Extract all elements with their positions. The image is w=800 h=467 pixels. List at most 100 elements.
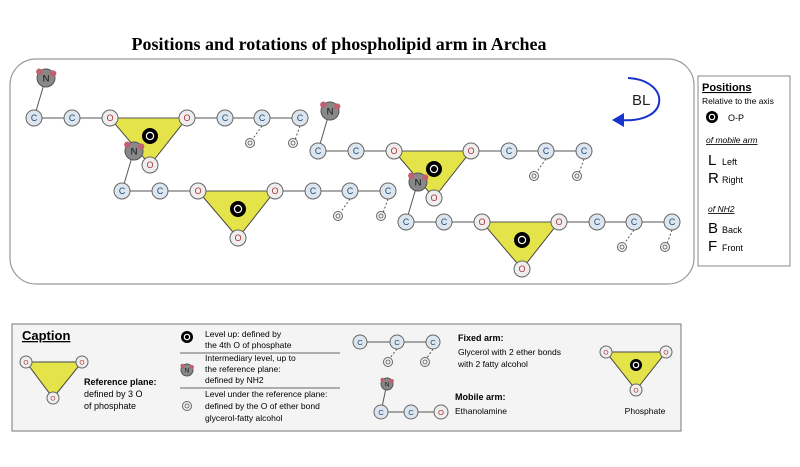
upper-oxygen-ring xyxy=(708,113,716,121)
left-letter: L xyxy=(708,152,716,169)
carbon-atom xyxy=(397,213,415,231)
hydrogen-atom xyxy=(36,68,43,75)
oxygen-label: O xyxy=(431,193,438,203)
nitrogen-label: N xyxy=(415,177,422,188)
oxygen-label: O xyxy=(438,408,444,417)
nh2-heading: of NH2 xyxy=(708,204,735,214)
lower-oxygen-ring xyxy=(619,244,625,250)
hydrogen-atom xyxy=(408,172,415,179)
oxygen-label: O xyxy=(391,146,398,156)
lower-oxygen-ring xyxy=(662,244,668,250)
mobile-arm-desc: Ethanolamine xyxy=(455,406,507,416)
carbon-label: C xyxy=(669,217,676,227)
oxygen-atom xyxy=(433,404,449,420)
lower-oxygen-atom xyxy=(182,401,192,411)
upper-oxygen-atom xyxy=(706,111,718,123)
oxygen-atom xyxy=(101,109,119,127)
right-word: Right xyxy=(722,175,744,185)
carbon-label: C xyxy=(347,186,354,196)
oxygen-atom xyxy=(46,391,60,405)
oxygen-label: O xyxy=(50,395,55,402)
lower-oxygen-ring xyxy=(422,359,428,365)
nitrogen-label: N xyxy=(327,106,334,117)
lower-oxygen-atom xyxy=(383,357,393,367)
lower-oxygen-atom xyxy=(333,211,343,221)
level-legend-icons: N xyxy=(180,331,194,411)
level-up-line-2: the 4th O of phosphate xyxy=(205,340,292,350)
oxygen-atom xyxy=(629,383,643,397)
carbon-label: C xyxy=(315,146,322,156)
phosphate-label: Phosphate xyxy=(625,406,666,416)
upper-oxygen-atom xyxy=(142,128,158,144)
carbon-atom xyxy=(403,404,419,420)
hydrogen-atom xyxy=(422,174,429,181)
hydrogen-atom xyxy=(138,143,145,150)
lower-oxygen-ring xyxy=(184,403,190,409)
axis-icon xyxy=(706,111,718,123)
front-letter: F xyxy=(708,238,717,255)
oxygen-label: O xyxy=(663,349,668,356)
carbon-label: C xyxy=(543,146,550,156)
carbon-label: C xyxy=(157,186,164,196)
back-word: Back xyxy=(722,225,743,235)
oxygen-label: O xyxy=(272,186,279,196)
oxygen-label: O xyxy=(468,146,475,156)
dashed-bond xyxy=(623,229,635,245)
rotation-arrow-icon xyxy=(612,77,661,127)
carbon-label: C xyxy=(353,146,360,156)
hydrogen-atom xyxy=(320,101,327,108)
oxygen-atom xyxy=(599,345,613,359)
reference-plane-title: Reference plane: xyxy=(84,377,157,387)
intermediary-line-2: the reference plane: xyxy=(205,364,281,374)
carbon-atom xyxy=(113,182,131,200)
level-under-line-2: defined by the O of ether bond xyxy=(205,401,320,411)
carbon-atom xyxy=(216,109,234,127)
dashed-bond xyxy=(535,158,547,174)
upper-oxygen-atom xyxy=(630,359,642,371)
oxygen-label: O xyxy=(556,217,563,227)
carbon-atom xyxy=(500,142,518,160)
dashed-bond xyxy=(251,125,263,141)
carbon-label: C xyxy=(631,217,638,227)
intermediary-line-1: Intermediary level, up to xyxy=(205,353,296,363)
dashed-bond xyxy=(339,198,351,214)
axis-label: O-P xyxy=(728,113,744,123)
dashed-bond xyxy=(426,348,434,359)
upper-oxygen-ring xyxy=(183,333,191,341)
oxygen-atom xyxy=(75,355,89,369)
carbon-label: C xyxy=(378,408,384,417)
hydrogen-atom xyxy=(380,377,385,382)
rotation-label: BL xyxy=(632,92,650,109)
nitrogen-label: N xyxy=(43,73,50,84)
oxygen-atom xyxy=(229,229,247,247)
oxygen-atom xyxy=(385,142,403,160)
carbon-label: C xyxy=(408,408,414,417)
carbon-atom xyxy=(304,182,322,200)
carbon-atom xyxy=(352,334,368,350)
upper-oxygen-atom xyxy=(230,201,246,217)
carbon-atom xyxy=(588,213,606,231)
mobile-arm-heading: of mobile arm xyxy=(706,135,758,145)
level-up-line-1: Level up: defined by xyxy=(205,329,282,339)
carbon-label: C xyxy=(506,146,513,156)
carbon-label: C xyxy=(403,217,410,227)
caption-box: Caption Reference plane: defined by 3 O … xyxy=(11,323,682,432)
oxygen-atom xyxy=(266,182,284,200)
carbon-label: C xyxy=(394,338,400,347)
oxygen-atom xyxy=(189,182,207,200)
oxygen-atom xyxy=(19,355,33,369)
reference-plane-line-2: defined by 3 O xyxy=(84,389,143,399)
main-diagram-frame xyxy=(9,58,695,285)
lower-oxygen-atom xyxy=(245,138,255,148)
carbon-label: C xyxy=(222,113,229,123)
nitrogen-label: N xyxy=(385,381,390,388)
reference-plane-line-3: of phosphate xyxy=(84,401,136,411)
lower-oxygen-atom xyxy=(529,171,539,181)
oxygen-label: O xyxy=(519,264,526,274)
positions-heading: Positions xyxy=(702,82,752,94)
lower-oxygen-ring xyxy=(290,140,296,146)
